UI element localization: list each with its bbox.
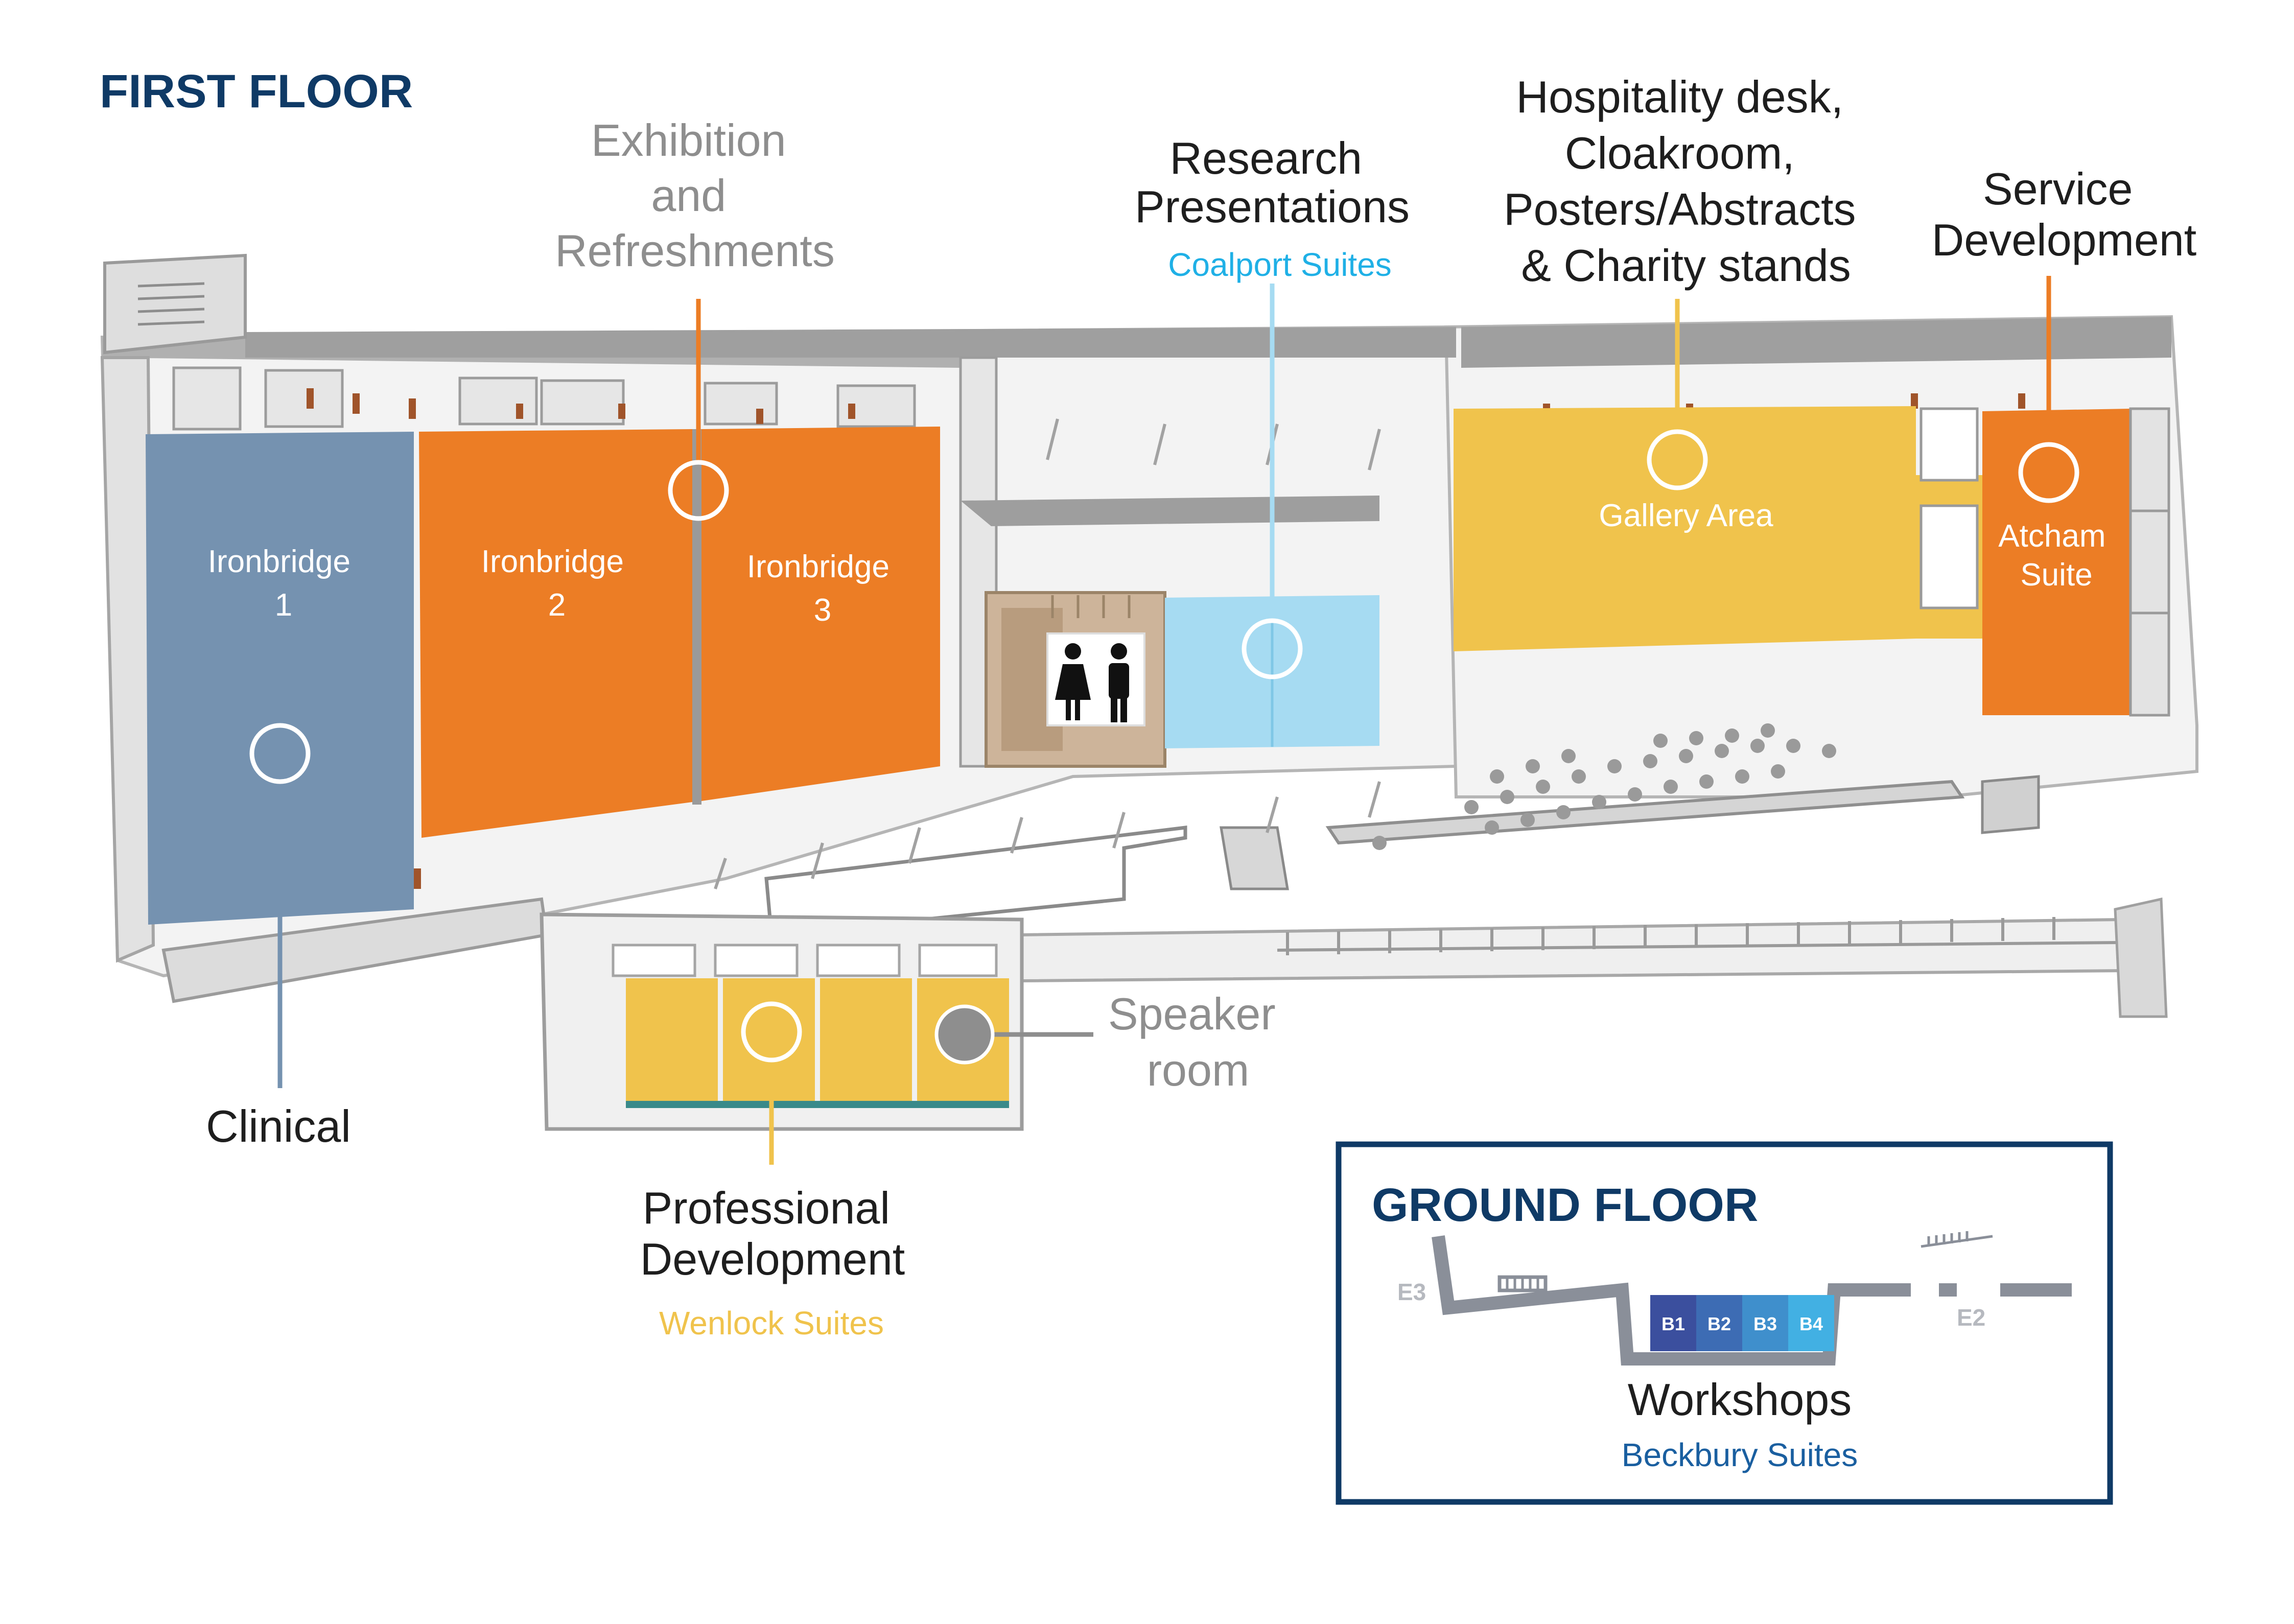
room-wenlock-1[interactable] bbox=[626, 978, 718, 1101]
service-callout: Service Development bbox=[1932, 163, 2197, 265]
ground-floor-inset: GROUND FLOOR B1 B2 B3 B4 bbox=[1336, 1141, 2113, 1505]
ground-floor-ramp bbox=[1921, 1231, 1993, 1248]
coalport-suites-label: Coalport Suites bbox=[1168, 246, 1392, 283]
atcham-suite-label: Atcham Suite bbox=[1998, 519, 2114, 593]
room-b3-label: B3 bbox=[1753, 1313, 1777, 1334]
entrance-e2-label: E2 bbox=[1957, 1304, 1985, 1331]
wenlock-top-rooms bbox=[612, 944, 998, 977]
entrance-e3-label: E3 bbox=[1397, 1279, 1426, 1305]
north-wall-east bbox=[1461, 317, 2171, 368]
room-ironbridge-2[interactable] bbox=[419, 429, 692, 838]
stair-tower-steps bbox=[137, 282, 205, 326]
exhibition-callout: Exhibition and Refreshments bbox=[555, 115, 835, 276]
gallery-side-rooms bbox=[1920, 407, 1979, 609]
beckbury-room-labels: B1 B2 B3 B4 bbox=[1661, 1313, 1823, 1334]
north-service-rooms bbox=[172, 356, 998, 768]
stair-block-mid bbox=[1220, 826, 1289, 890]
stair-tower bbox=[103, 253, 247, 355]
hospitality-callout: Hospitality desk, Cloakroom, Posters/Abs… bbox=[1504, 72, 1868, 291]
female-toilet-icon bbox=[1055, 643, 1091, 720]
room-wenlock-3[interactable] bbox=[820, 978, 912, 1101]
room-b4[interactable] bbox=[1788, 1295, 1834, 1351]
exhibition-marker bbox=[668, 460, 729, 521]
ground-floor-title: GROUND FLOOR bbox=[1372, 1179, 1758, 1231]
east-corridor-end bbox=[2114, 897, 2168, 1018]
professional-callout: Professional Development bbox=[640, 1183, 905, 1284]
room-b2[interactable] bbox=[1696, 1295, 1742, 1351]
ironbridge-3-label: Ironbridge 3 bbox=[747, 549, 898, 628]
room-b3[interactable] bbox=[1742, 1295, 1788, 1351]
ironbridge-divider bbox=[692, 429, 701, 805]
research-callout: Research Presentations bbox=[1135, 133, 1410, 232]
gallery-area-label: Gallery Area bbox=[1599, 498, 1773, 533]
workshops-callout: Workshops bbox=[1628, 1374, 1852, 1425]
clinical-callout: Clinical bbox=[206, 1101, 351, 1151]
professional-marker bbox=[741, 1001, 802, 1063]
first-floor-title: FIRST FLOOR bbox=[100, 65, 413, 117]
ironbridge-1-label: Ironbridge 1 bbox=[208, 544, 359, 623]
atcham-side-rooms bbox=[2129, 407, 2170, 717]
speaker-room-marker bbox=[934, 1004, 995, 1065]
research-marker bbox=[1242, 618, 1303, 679]
seating-area bbox=[1372, 723, 1836, 850]
room-b1[interactable] bbox=[1650, 1295, 1696, 1351]
room-b2-label: B2 bbox=[1707, 1313, 1731, 1334]
room-ironbridge-1[interactable] bbox=[146, 432, 414, 925]
hospitality-marker bbox=[1647, 429, 1708, 490]
room-b1-label: B1 bbox=[1661, 1313, 1685, 1334]
north-wall-mid bbox=[245, 327, 1456, 358]
west-wall bbox=[100, 356, 155, 963]
ground-floor-stair-steps bbox=[1506, 1278, 1539, 1289]
room-wenlock-2[interactable] bbox=[723, 978, 815, 1101]
wenlock-floor-strip bbox=[626, 1101, 1009, 1108]
floor-partitions bbox=[714, 418, 1381, 889]
toilet-stalls bbox=[1051, 595, 1131, 618]
speaker-room-callout: Speaker room bbox=[1108, 988, 1288, 1095]
ground-floor-walls bbox=[1432, 1235, 2072, 1366]
room-ironbridge-3[interactable] bbox=[701, 427, 940, 801]
service-marker bbox=[2018, 442, 2079, 503]
room-gallery-area[interactable] bbox=[1454, 406, 1916, 651]
east-stair bbox=[1981, 775, 2040, 834]
callout-leaders bbox=[249, 276, 2079, 1165]
corridor-railing bbox=[1277, 917, 2121, 955]
room-atcham-suite[interactable] bbox=[1982, 409, 2131, 715]
ironbridge-2-label: Ironbridge 2 bbox=[481, 544, 633, 623]
lobby-block bbox=[961, 496, 1379, 526]
first-floor-plan: Ironbridge 1 Ironbridge 2 Ironbridge 3 G… bbox=[100, 253, 2198, 1131]
room-b4-label: B4 bbox=[1799, 1313, 1823, 1334]
clinical-marker bbox=[249, 723, 311, 784]
east-corridor bbox=[1020, 917, 2127, 983]
male-toilet-icon bbox=[1109, 643, 1129, 722]
beckbury-suites-label: Beckbury Suites bbox=[1622, 1437, 1858, 1473]
wenlock-suites-label: Wenlock Suites bbox=[659, 1305, 884, 1341]
